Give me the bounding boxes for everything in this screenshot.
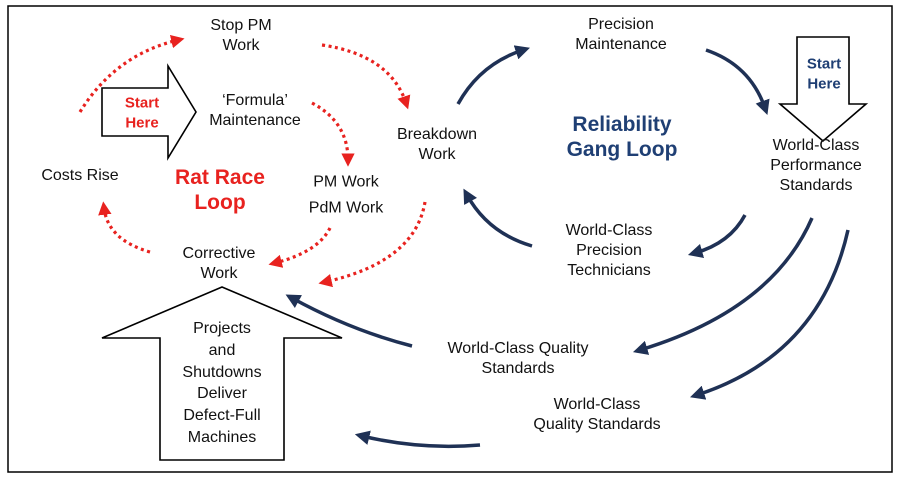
- start-here-gang-loop-label: Start Here: [806, 55, 842, 93]
- node-pm-pdm-work: PM Work PdM Work: [308, 173, 384, 216]
- node-corrective-work: Corrective Work: [182, 245, 256, 282]
- red-arrow-costs-to-stop-pm: [78, 35, 185, 113]
- navy-arrow-performance-to-quality-2: [690, 229, 850, 400]
- navy-arrow-performance-to-quality-1: [632, 217, 814, 355]
- outer-frame: [7, 5, 893, 473]
- node-performance-standards: World-Class Performance Standards: [770, 137, 862, 194]
- node-quality-standards-1: World-Class Quality Standards: [447, 340, 589, 377]
- red-arrow-pdm-to-corrective: [268, 227, 332, 268]
- node-breakdown-work: Breakdown Work: [396, 126, 478, 163]
- rat-race-loop-title: Rat Race Loop: [175, 165, 265, 214]
- node-formula-maintenance: ‘Formula’ Maintenance: [209, 92, 301, 129]
- red-arrow-formula-to-pm-work: [311, 101, 355, 167]
- navy-arrow-quality-1-to-corrective: [285, 294, 413, 348]
- node-quality-standards-2: World-Class Quality Standards: [533, 396, 661, 433]
- reliability-gang-loop-title: Reliability Gang Loop: [566, 112, 678, 161]
- node-costs-rise: Costs Rise: [41, 167, 119, 184]
- navy-arrow-breakdown-to-precision: [456, 45, 530, 105]
- projects-shutdowns-label: Projects and Shutdowns Deliver Defect-Fu…: [182, 319, 262, 446]
- start-arrow-rat-race-shape: [101, 63, 197, 161]
- node-precision-maintenance: Precision Maintenance: [575, 16, 667, 53]
- red-arrow-breakdown-to-corrective: [318, 201, 427, 288]
- navy-arrow-technicians-to-breakdown: [463, 188, 533, 248]
- start-arrow-gang-loop-shape: [777, 36, 869, 143]
- navy-arrow-precision-to-performance: [705, 48, 770, 115]
- node-precision-technicians: World-Class Precision Technicians: [565, 222, 653, 279]
- navy-arrow-performance-to-technicians: [687, 214, 747, 259]
- navy-arrow-quality-2-to-projects: [354, 430, 481, 449]
- red-arrow-corrective-to-costs: [98, 201, 151, 254]
- red-arrow-stop-pm-to-breakdown: [321, 43, 411, 110]
- start-here-rat-race-label: Start Here: [124, 94, 160, 132]
- node-stop-pm-work: Stop PM Work: [210, 17, 272, 54]
- projects-up-arrow-shape: [101, 286, 343, 461]
